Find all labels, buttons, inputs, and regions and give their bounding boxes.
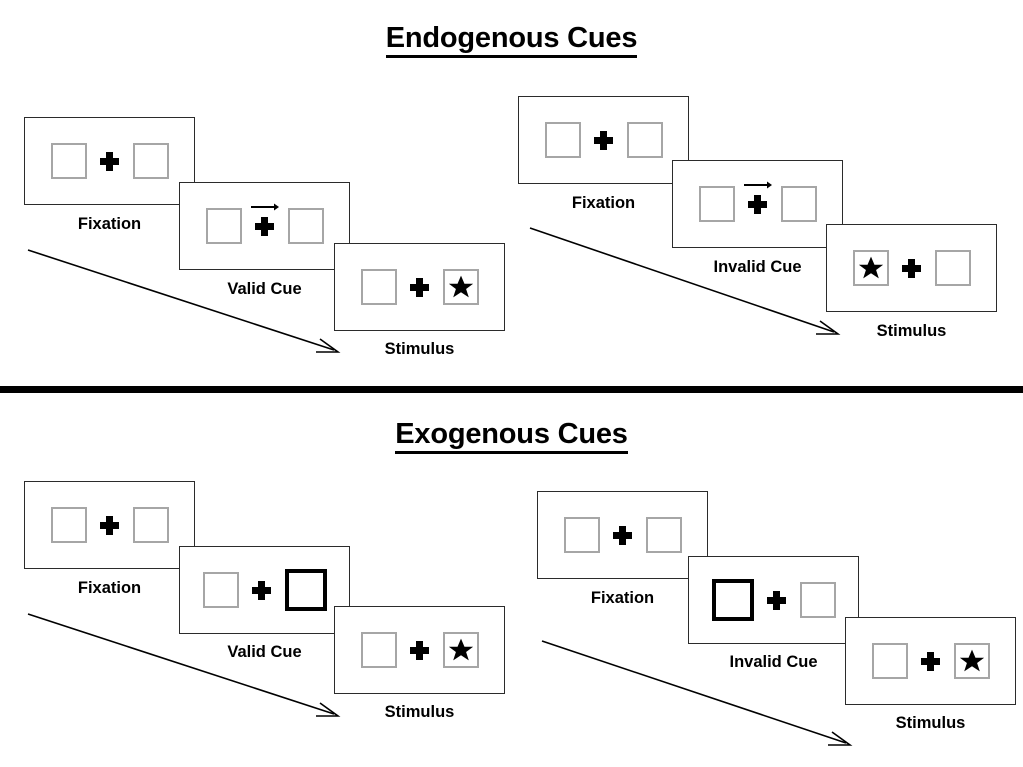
- section-title-endogenous: Endogenous Cues: [0, 22, 1023, 58]
- plus-fixation-icon: [921, 651, 940, 671]
- caption-exogenous-valid-cue: Valid Cue: [227, 643, 302, 661]
- cued-box-left: [711, 579, 754, 621]
- fixation-cross-area: [397, 628, 443, 672]
- plus-fixation-icon: [613, 525, 632, 545]
- cued-box-right: [284, 569, 327, 611]
- fixation-cross-area: [87, 503, 133, 547]
- plus-fixation-icon: [255, 216, 274, 236]
- placeholder-box-left: [360, 269, 397, 305]
- caption-exogenous-invalid-cue: Invalid Cue: [729, 653, 818, 671]
- plus-fixation-icon: [748, 194, 767, 214]
- star-stimulus-icon: [448, 275, 473, 298]
- fixation-cross-area: [735, 181, 781, 226]
- star-stimulus-icon: [858, 256, 883, 279]
- placeholder-box-left: [360, 632, 397, 668]
- trial-frame-endogenous-invalid-cue: [672, 160, 843, 248]
- section-title-exogenous: Exogenous Cues: [0, 418, 1023, 454]
- caption-endogenous-invalid-cue: Invalid Cue: [713, 258, 802, 276]
- plus-fixation-icon: [902, 258, 921, 278]
- frame-content: [180, 547, 349, 633]
- trial-frame-exogenous-valid-fixation: [24, 481, 195, 569]
- trial-frame-exogenous-valid-cue: [179, 546, 350, 634]
- frame-content: [538, 492, 707, 578]
- placeholder-box-right: [626, 122, 663, 158]
- placeholder-box-left: [852, 250, 889, 286]
- fixation-cross-area: [397, 265, 443, 309]
- placeholder-box-right: [287, 208, 324, 244]
- fixation-cross-area: [242, 203, 288, 248]
- arrow-right-icon: [250, 203, 279, 211]
- plus-fixation-icon: [100, 151, 119, 171]
- fixation-cross-area: [908, 639, 954, 683]
- caption-exogenous-invalid-stimulus: Stimulus: [895, 714, 966, 732]
- frame-content: [827, 225, 996, 311]
- plus-fixation-icon: [594, 130, 613, 150]
- trial-frame-exogenous-invalid-fixation: [537, 491, 708, 579]
- frame-content: [180, 183, 349, 269]
- plus-fixation-icon: [252, 580, 271, 600]
- placeholder-box-right: [953, 643, 990, 679]
- fixation-cross-area: [581, 118, 627, 162]
- placeholder-box-left: [205, 208, 242, 244]
- placeholder-box-right: [645, 517, 682, 553]
- frame-content: [846, 618, 1015, 704]
- plus-fixation-icon: [410, 640, 429, 660]
- star-stimulus-icon: [448, 638, 473, 661]
- caption-endogenous-valid-stimulus: Stimulus: [384, 340, 455, 358]
- placeholder-box-left: [698, 186, 735, 222]
- caption-endogenous-invalid-stimulus: Stimulus: [876, 322, 947, 340]
- caption-endogenous-invalid-fixation: Fixation: [571, 194, 636, 212]
- placeholder-box-left: [202, 572, 239, 608]
- fixation-cross-area: [239, 568, 285, 612]
- placeholder-box-right: [780, 186, 817, 222]
- trial-frame-endogenous-invalid-stimulus: [826, 224, 997, 312]
- placeholder-box-left: [50, 507, 87, 543]
- placeholder-box-right: [442, 632, 479, 668]
- trial-frame-exogenous-valid-stimulus: [334, 606, 505, 694]
- plus-fixation-icon: [100, 515, 119, 535]
- plus-fixation-icon: [767, 590, 786, 610]
- placeholder-box-right: [132, 507, 169, 543]
- trial-frame-exogenous-invalid-stimulus: [845, 617, 1016, 705]
- frame-content: [25, 118, 194, 204]
- caption-exogenous-invalid-fixation: Fixation: [590, 589, 655, 607]
- placeholder-box-right: [799, 582, 836, 618]
- caption-exogenous-valid-stimulus: Stimulus: [384, 703, 455, 721]
- fixation-cross-area: [754, 578, 800, 622]
- placeholder-box-left: [50, 143, 87, 179]
- caption-endogenous-valid-fixation: Fixation: [77, 215, 142, 233]
- frame-content: [335, 244, 504, 330]
- caption-exogenous-valid-fixation: Fixation: [77, 579, 142, 597]
- placeholder-box-right: [934, 250, 971, 286]
- frame-content: [519, 97, 688, 183]
- fixation-cross-area: [87, 139, 133, 183]
- placeholder-box-left: [544, 122, 581, 158]
- section-divider: [0, 386, 1023, 393]
- arrow-right-icon: [743, 181, 772, 189]
- placeholder-box-left: [563, 517, 600, 553]
- frame-content: [25, 482, 194, 568]
- placeholder-box-right: [442, 269, 479, 305]
- caption-endogenous-valid-cue: Valid Cue: [227, 280, 302, 298]
- plus-fixation-icon: [410, 277, 429, 297]
- section-title-endogenous-text: Endogenous Cues: [385, 22, 637, 58]
- section-title-exogenous-text: Exogenous Cues: [395, 418, 628, 454]
- trial-frame-endogenous-valid-stimulus: [334, 243, 505, 331]
- star-stimulus-icon: [959, 649, 984, 672]
- fixation-cross-area: [600, 513, 646, 557]
- trial-frame-endogenous-invalid-fixation: [518, 96, 689, 184]
- frame-content: [335, 607, 504, 693]
- trial-frame-endogenous-valid-fixation: [24, 117, 195, 205]
- frame-content: [689, 557, 858, 643]
- frame-content: [673, 161, 842, 247]
- trial-frame-endogenous-valid-cue: [179, 182, 350, 270]
- fixation-cross-area: [889, 246, 935, 290]
- trial-frame-exogenous-invalid-cue: [688, 556, 859, 644]
- placeholder-box-left: [871, 643, 908, 679]
- placeholder-box-right: [132, 143, 169, 179]
